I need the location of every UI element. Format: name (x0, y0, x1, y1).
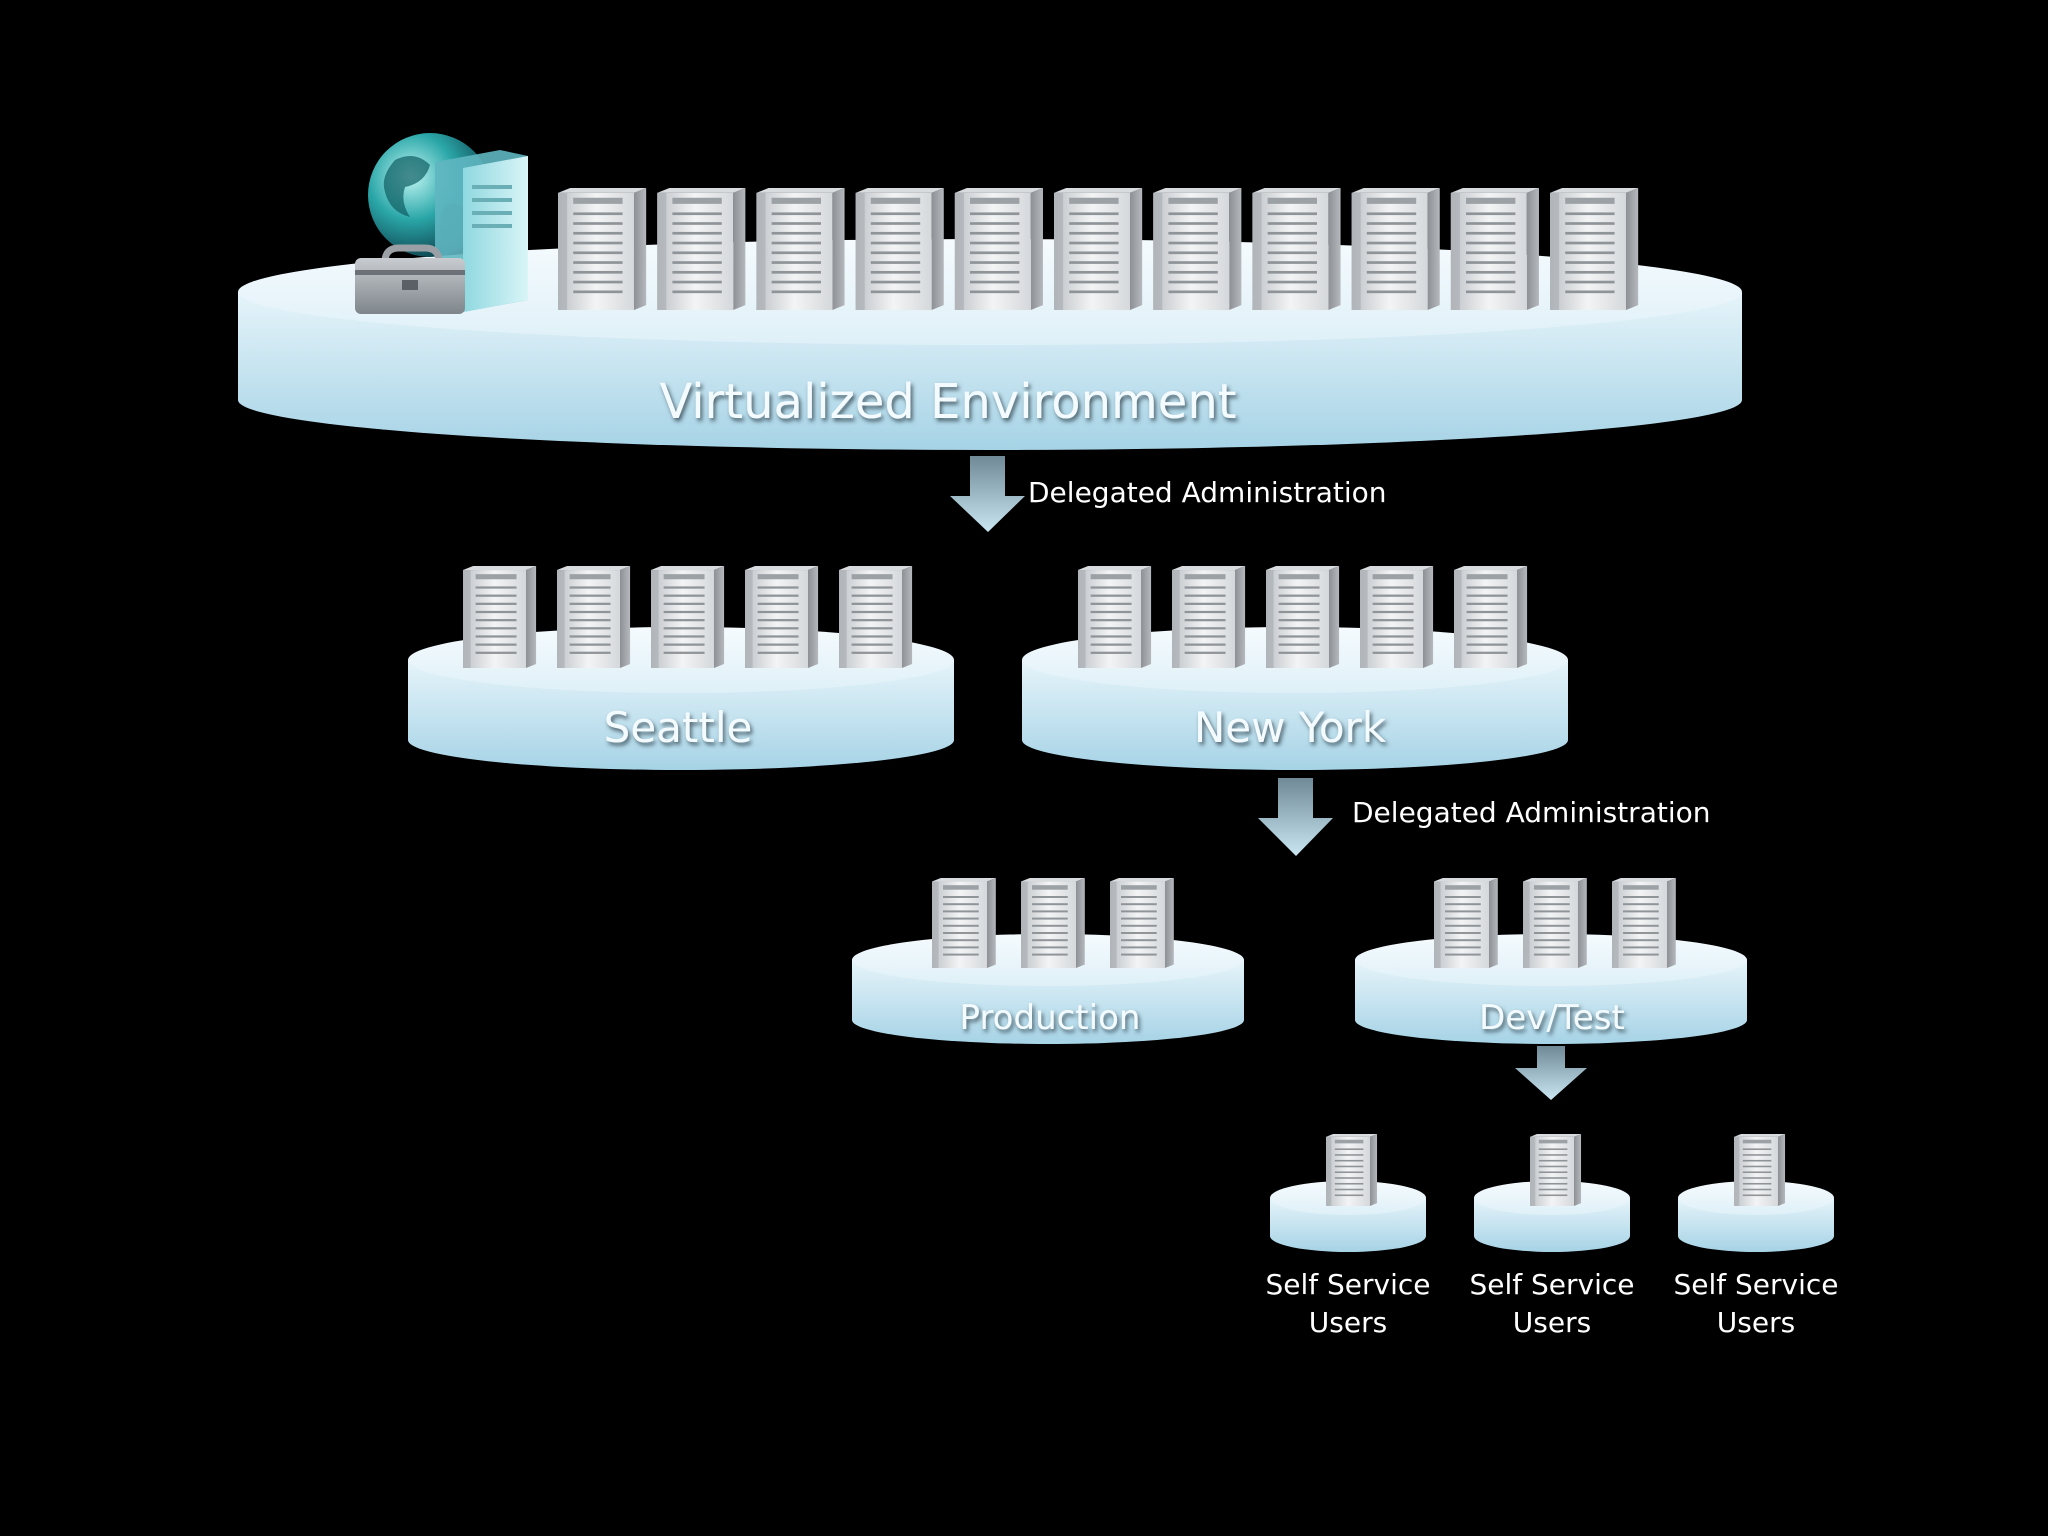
new-york-label: New York (1194, 703, 1387, 752)
server-tower-icon (1054, 188, 1143, 310)
production-tier: Production (852, 878, 1244, 1044)
self-service-user-tier-1: Self Service Users (1265, 1134, 1431, 1339)
down-arrow-icon (950, 456, 1025, 532)
delegated-administration-label-2: Delegated Administration (1352, 796, 1711, 829)
server-tower-icon (1252, 188, 1341, 310)
server-tower-icon (558, 188, 647, 310)
server-tower-icon (1612, 878, 1676, 968)
seattle-servers (463, 566, 913, 668)
dev-test-tier: Dev/Test (1355, 878, 1747, 1044)
production-label: Production (960, 998, 1141, 1038)
down-arrow-icon (1258, 778, 1333, 856)
server-tower-icon (1078, 566, 1152, 668)
dev-test-servers (1434, 878, 1676, 968)
server-tower-icon (1530, 1134, 1582, 1206)
delegated-administration-arrow-1: Delegated Administration (950, 456, 1387, 532)
dev-test-label: Dev/Test (1479, 998, 1625, 1038)
seattle-label: Seattle (604, 703, 753, 752)
server-tower-icon (1523, 878, 1587, 968)
server-tower-icon (1550, 188, 1639, 310)
delegated-administration-label-1: Delegated Administration (1028, 476, 1387, 509)
server-tower-icon (1110, 878, 1174, 968)
server-tower-icon (1351, 188, 1440, 310)
self-service-user-tier-2: Self Service Users (1469, 1134, 1635, 1339)
server-tower-icon (1266, 566, 1340, 668)
delegated-administration-arrow-2: Delegated Administration (1258, 778, 1711, 856)
self-service-user-tier-3: Self Service Users (1673, 1134, 1839, 1339)
server-tower-icon (1450, 188, 1539, 310)
virtualized-environment-tier: Virtualized Environment (238, 133, 1742, 450)
virtualized-environment-label: Virtualized Environment (659, 374, 1236, 430)
server-tower-icon (1434, 878, 1498, 968)
server-tower-icon (1734, 1134, 1786, 1206)
self-service-label-3-line-2: Users (1717, 1306, 1795, 1339)
self-service-server-3 (1734, 1134, 1786, 1206)
server-tower-icon (932, 878, 996, 968)
self-service-server-2 (1530, 1134, 1582, 1206)
server-tower-icon (1021, 878, 1085, 968)
self-service-label-1-line-1: Self Service (1265, 1268, 1430, 1301)
server-tower-icon (1360, 566, 1434, 668)
seattle-tier: Seattle (408, 566, 954, 770)
self-service-server-1 (1326, 1134, 1378, 1206)
server-tower-icon (1172, 566, 1246, 668)
server-tower-icon (756, 188, 845, 310)
down-arrow-icon (1515, 1046, 1587, 1100)
self-service-arrow (1515, 1046, 1587, 1100)
toolbox-icon (355, 244, 465, 314)
server-tower-icon (651, 566, 725, 668)
server-tower-icon (855, 188, 944, 310)
self-service-label-2-line-1: Self Service (1469, 1268, 1634, 1301)
virtualized-servers (558, 188, 1639, 310)
management-icons (355, 133, 528, 314)
self-service-label-3-line-1: Self Service (1673, 1268, 1838, 1301)
server-tower-icon (463, 566, 537, 668)
server-tower-icon (1153, 188, 1242, 310)
server-tower-icon (954, 188, 1043, 310)
new-york-tier: New York (1022, 566, 1568, 770)
new-york-servers (1078, 566, 1528, 668)
server-tower-icon (557, 566, 631, 668)
server-tower-icon (1454, 566, 1528, 668)
self-service-label-2-line-2: Users (1513, 1306, 1591, 1339)
server-tower-icon (745, 566, 819, 668)
self-service-label-1-line-2: Users (1309, 1306, 1387, 1339)
server-tower-icon (657, 188, 746, 310)
production-servers (932, 878, 1174, 968)
server-tower-icon (1326, 1134, 1378, 1206)
server-tower-icon (839, 566, 913, 668)
